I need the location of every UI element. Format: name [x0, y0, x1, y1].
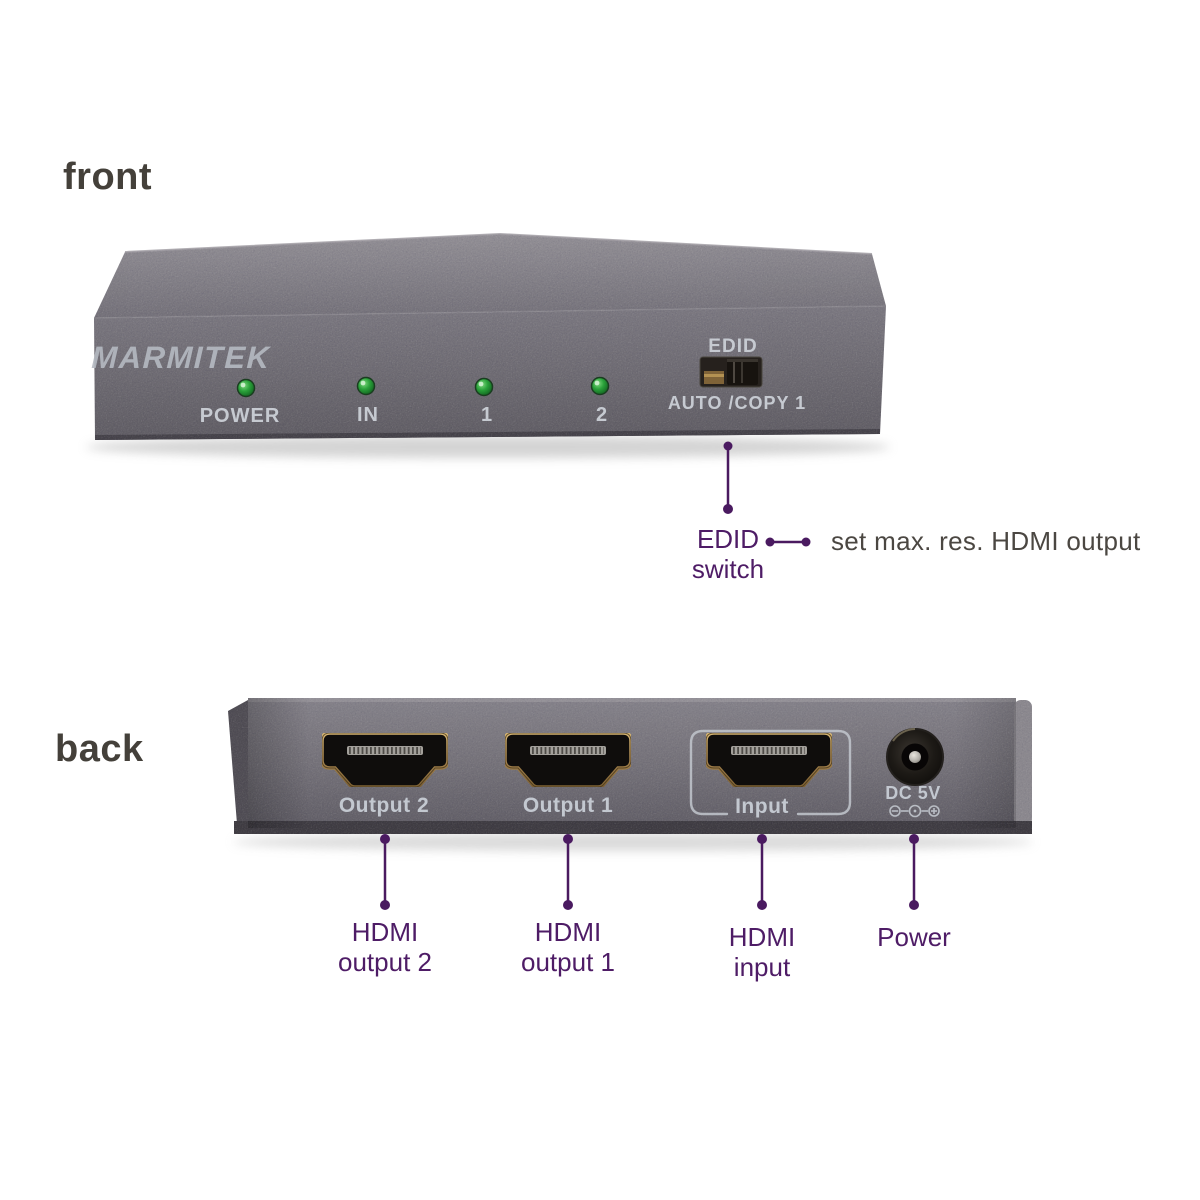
- power-callout: Power: [829, 922, 999, 952]
- connector-dot: [563, 900, 573, 910]
- input-port-label: Input: [735, 795, 789, 818]
- hdmi-input-callout-line1: HDMI: [728, 922, 796, 952]
- back-device-left-bevel: [228, 700, 248, 831]
- connector-dot: [563, 834, 573, 844]
- front-device-texture: [94, 234, 886, 440]
- back-callout-connectors: [380, 834, 919, 910]
- back-device-right-cap: [1014, 700, 1032, 826]
- output-1-port-label: Output 1: [523, 794, 613, 817]
- edid-switch-label: EDID: [708, 336, 757, 357]
- connector-dot: [380, 900, 390, 910]
- connector-dot: [723, 441, 733, 451]
- connector-dot: [909, 900, 919, 910]
- hdmi-port-input: [706, 733, 832, 787]
- in-led: [356, 376, 376, 396]
- hdmi-output-2-callout-line1: HDMI: [351, 917, 419, 947]
- connector-dot: [380, 834, 390, 844]
- connector-dot: [801, 537, 811, 547]
- back-device-bottom-strip: [234, 821, 1032, 834]
- front-device: MARMITEK POWER IN 1 2 EDI: [86, 232, 890, 458]
- dc-jack-label: DC 5V: [885, 783, 941, 803]
- connector-dot: [757, 834, 767, 844]
- edid-switch-positions-label: AUTO /COPY 1: [668, 393, 806, 413]
- hdmi-output-2-callout-line2: output 2: [338, 947, 432, 977]
- edid-switch-callout-line1: EDID: [696, 524, 760, 554]
- output-1-connector: [563, 834, 573, 910]
- in-led-label: IN: [357, 404, 379, 426]
- brand-logo: MARMITEK: [91, 340, 272, 375]
- edid-switch-knob: [727, 359, 758, 385]
- back-device-shadow: [233, 833, 1033, 851]
- front-view-title: front: [63, 156, 153, 198]
- front-device-top-edge-highlight: [124, 232, 873, 255]
- edid-switch-callout: EDID switch: [658, 524, 798, 584]
- front-device-top-face: [94, 234, 886, 318]
- power-connector: [909, 834, 919, 910]
- hdmi-port-output-1: [505, 733, 631, 787]
- hdmi-output-2-callout: HDMI output 2: [300, 917, 470, 977]
- input-port-bracket: [689, 729, 852, 816]
- hdmi-input-callout-line2: input: [733, 952, 791, 982]
- output-2-led: [590, 376, 610, 396]
- output-2-connector: [380, 834, 390, 910]
- back-device-panel: [248, 698, 1016, 828]
- input-connector: [757, 834, 767, 910]
- hdmi-input-callout: HDMI input: [677, 922, 847, 982]
- led-label-2: 2: [596, 404, 608, 426]
- power-led: [236, 378, 256, 398]
- back-device-texture: [228, 698, 1032, 834]
- dc-power-jack: [886, 728, 944, 786]
- hdmi-output-1-callout: HDMI output 1: [483, 917, 653, 977]
- back-device: Output 2 Output 1 Input DC 5V: [228, 698, 1033, 851]
- front-device-front-face: [94, 306, 886, 440]
- edid-switch-callout-line2: switch: [691, 554, 765, 584]
- edid-switch: [699, 356, 763, 388]
- output-2-port-label: Output 2: [339, 794, 429, 817]
- connector-dot: [723, 504, 733, 514]
- back-device-top-highlight: [248, 698, 1016, 702]
- power-led-label: POWER: [200, 405, 281, 427]
- front-device-crease: [93, 305, 887, 319]
- back-view-title: back: [55, 728, 144, 770]
- connector-dot: [909, 834, 919, 844]
- output-1-led: [474, 377, 494, 397]
- front-device-bottom-edge: [95, 429, 880, 440]
- edid-switch-description: set max. res. HDMI output: [831, 526, 1141, 556]
- power-callout-line1: Power: [877, 922, 951, 952]
- led-label-1: 1: [481, 404, 493, 426]
- hdmi-output-1-callout-line1: HDMI: [534, 917, 602, 947]
- connector-dot: [757, 900, 767, 910]
- hdmi-port-output-2: [322, 733, 448, 787]
- front-device-shadow: [86, 436, 890, 458]
- dc-polarity-icon: [889, 804, 940, 818]
- hdmi-output-1-callout-line2: output 1: [521, 947, 615, 977]
